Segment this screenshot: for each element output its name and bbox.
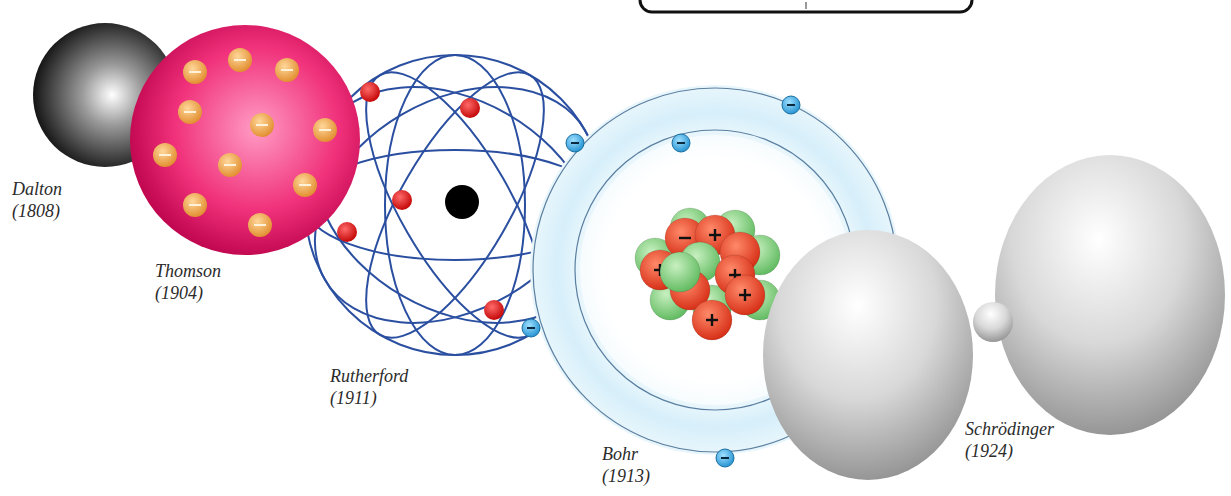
electron-dot (183, 60, 207, 84)
electron-dot (566, 134, 584, 152)
schrodinger-label: Schrödinger (1924) (965, 418, 1054, 462)
rutherford-label: Rutherford (1911) (330, 365, 408, 409)
orbital-nucleus (973, 302, 1013, 342)
electron-dot (183, 193, 207, 217)
minus-mark (234, 59, 246, 61)
rutherford-electrons (337, 82, 504, 320)
thomson-electrons (153, 48, 337, 237)
electron-dot (218, 153, 242, 177)
electron-dot (672, 134, 690, 152)
minus-mark (721, 457, 729, 459)
minus-mark (299, 184, 311, 186)
neutron (660, 252, 700, 292)
minus-mark (319, 129, 331, 131)
electron-dot (248, 213, 272, 237)
sign-mark (679, 237, 691, 239)
bohr-electrons (522, 96, 800, 467)
proton (692, 300, 732, 340)
minus-mark (677, 142, 685, 144)
electron-dot (178, 100, 202, 124)
sign-mark (711, 314, 713, 326)
bohr-nucleus (635, 208, 780, 340)
electron-dot (250, 113, 274, 137)
thomson-label: Thomson (1904) (155, 260, 221, 304)
electron-dot (522, 319, 540, 337)
minus-mark (571, 142, 579, 144)
minus-mark (254, 224, 266, 226)
electron-dot (782, 96, 800, 114)
sign-mark (744, 289, 746, 301)
minus-mark (184, 111, 196, 113)
minus-mark (159, 154, 171, 156)
minus-mark (256, 124, 268, 126)
orbital-lobe (995, 155, 1225, 435)
electron-dot (153, 143, 177, 167)
orbital-lobe (763, 230, 973, 480)
minus-mark (281, 69, 293, 71)
electron-dot (293, 173, 317, 197)
minus-mark (189, 204, 201, 206)
minus-mark (189, 71, 201, 73)
sign-mark (714, 229, 716, 241)
bohr-label: Bohr (1913) (602, 443, 650, 487)
electron-dot (275, 58, 299, 82)
electron-dot (228, 48, 252, 72)
rutherford-nucleus (445, 185, 479, 219)
minus-mark (527, 327, 535, 329)
frame-box (640, 0, 972, 12)
proton (725, 275, 765, 315)
minus-mark (787, 104, 795, 106)
electron-dot (313, 118, 337, 142)
dalton-label: Dalton (1808) (12, 178, 62, 222)
thomson-sphere (130, 25, 360, 255)
electron-dot (716, 449, 734, 467)
minus-mark (224, 164, 236, 166)
